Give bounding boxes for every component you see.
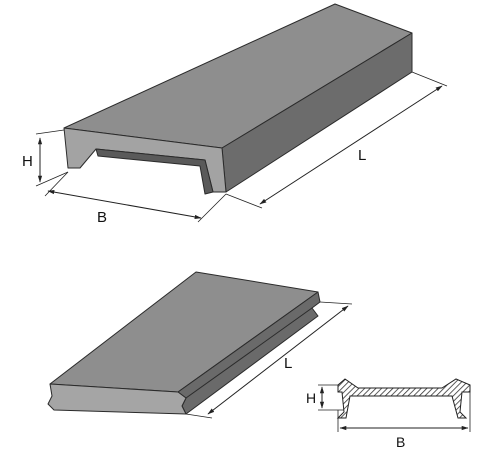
- bottom-dimension-l: L: [185, 301, 353, 419]
- top-height-label: H: [22, 153, 33, 170]
- top-dimension-h: H: [22, 129, 69, 187]
- top-dimension-b: B: [44, 171, 227, 226]
- section-dimension-h: H: [306, 384, 344, 411]
- top-length-label: L: [358, 147, 366, 164]
- cross-section-profile: [336, 378, 471, 419]
- bottom-length-label: L: [284, 355, 292, 372]
- cross-section: [336, 378, 471, 419]
- section-width-label: B: [396, 434, 405, 450]
- flat-slab: [47, 271, 321, 415]
- section-dimension-b: B: [337, 392, 471, 450]
- top-dimension-l: L: [225, 71, 448, 209]
- section-height-label: H: [306, 390, 316, 406]
- ribbed-slab: [63, 3, 413, 195]
- top-width-label: B: [97, 209, 107, 226]
- ribbed-slab-soffit: [95, 148, 214, 195]
